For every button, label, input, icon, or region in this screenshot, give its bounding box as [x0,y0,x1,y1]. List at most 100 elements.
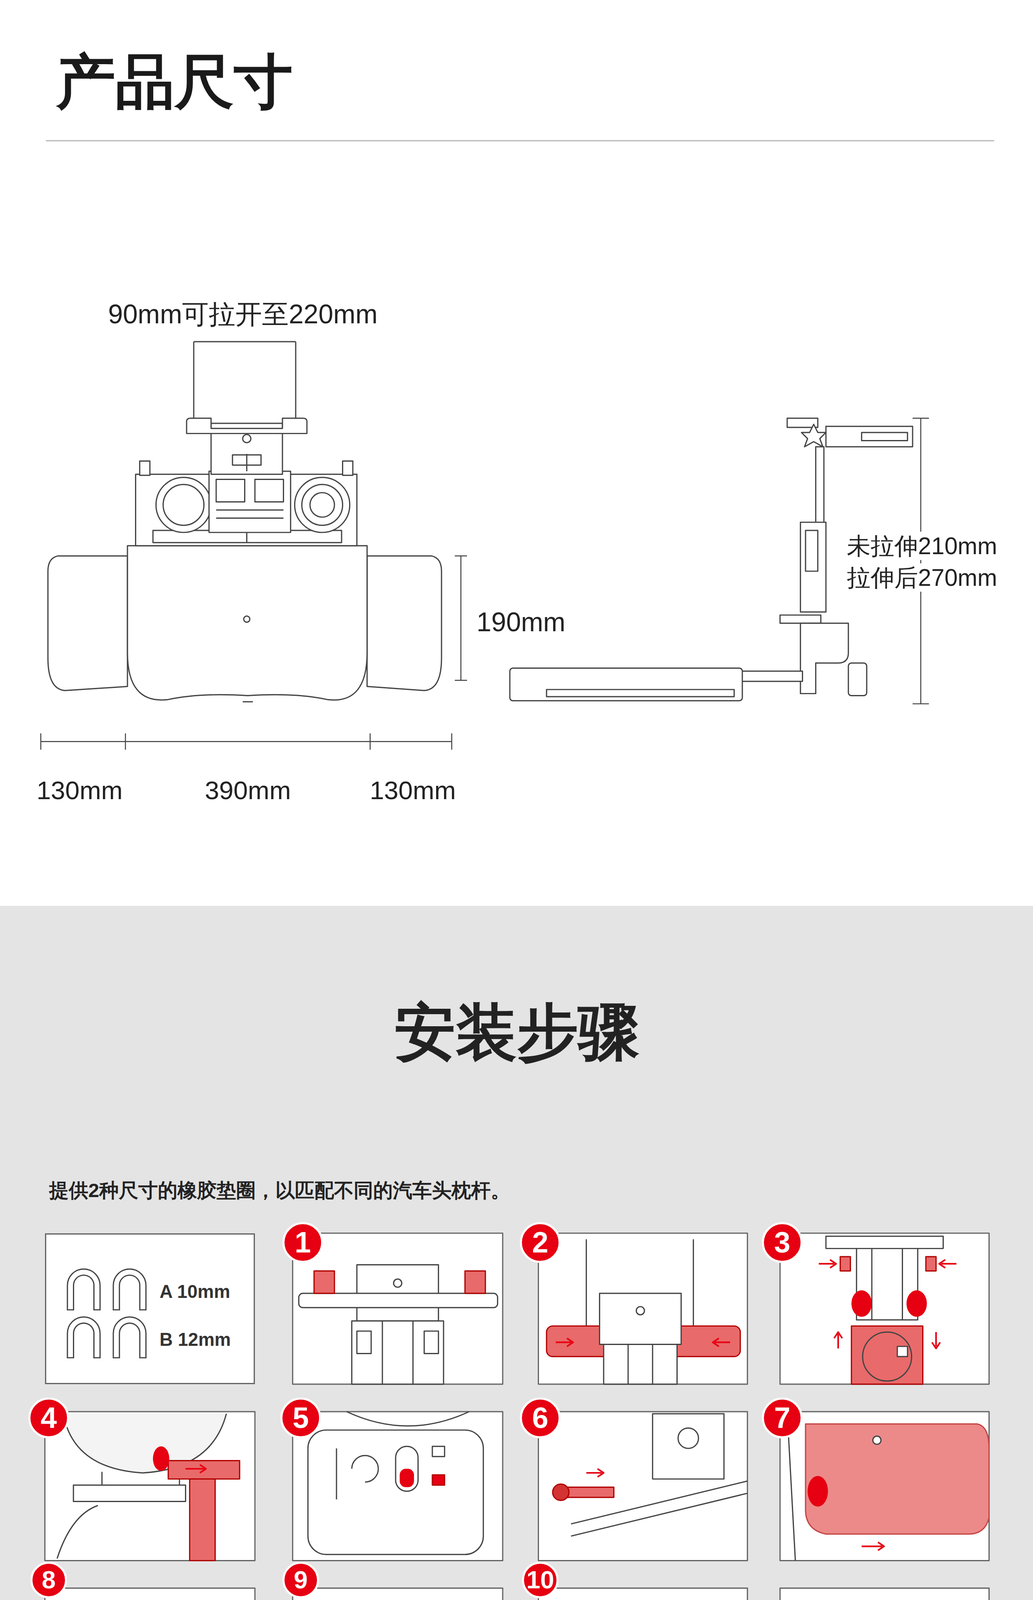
rubber-ring [67,1268,100,1310]
step-3-part [897,1345,908,1356]
step-5-part [399,1468,415,1487]
step-5 [307,1411,484,1555]
side-view-part [848,662,867,696]
front-view-part [366,555,442,691]
divider-line [45,139,995,142]
step-7-part [805,1423,990,1534]
step-5-part [335,1447,337,1499]
step-3-part [825,1235,944,1248]
front-view-part [186,418,307,434]
step-2-part [651,1343,654,1384]
step-3-part [931,1331,941,1348]
callout-number: 2 [532,1227,549,1257]
side-view-part [912,417,929,419]
callout-number: 10 [526,1566,555,1592]
dimension-label: 未拉伸210mm [844,531,1000,560]
front-view [40,341,467,750]
step-4-part [168,1460,240,1479]
front-view-part [216,509,284,511]
step-3-part [818,1259,837,1268]
note-text: 提供2种尺寸的橡胶垫圈，以匹配不同的汽车头枕杆。 [49,1178,511,1202]
step-number-badge: 3 [761,1221,803,1263]
step-6-part [586,1468,604,1477]
step-2-part [599,1292,682,1344]
step-5-part [432,1474,445,1485]
rubber-ring [67,1316,100,1358]
step-panels-part [292,1411,503,1560]
front-view-part [309,492,335,517]
step-panels-part [780,1587,990,1600]
dimension-label: 130mm [36,774,123,806]
step-panel: A 10mm B 12mm [44,1232,255,1384]
side-view-part [801,424,826,447]
step-5-part [351,1454,379,1482]
step-6-part [571,1492,748,1536]
front-view-part [460,555,462,681]
dimension-label: 拉伸后270mm [844,563,1000,592]
step-panels-part [292,1587,503,1600]
front-view-part [369,733,371,750]
front-view-part [163,484,205,526]
step-1-part [351,1320,444,1384]
step-1-part [314,1270,335,1293]
step-2-part [603,1343,677,1384]
step-6-part [552,1483,569,1500]
step-3-part [862,1331,912,1381]
step-panels-part [538,1411,748,1560]
step-6-part [652,1413,724,1479]
side-view-part [780,614,821,624]
callout-number: 1 [294,1227,312,1257]
step-2-part [555,1337,574,1347]
side-view-part [741,671,803,682]
step-4 [57,1413,240,1561]
front-view-part [451,733,452,750]
step-4-part [152,1445,170,1471]
step-7-part [872,1435,881,1445]
front-view-part [127,545,367,700]
front-view-part [254,479,284,502]
step-1-part [298,1292,498,1308]
step-1-part [412,1320,414,1384]
front-view-part [242,434,252,443]
step-panels-part [44,1411,255,1560]
front-view-part [454,679,467,681]
step-2-part [627,1343,629,1384]
side-view [509,418,929,704]
front-view-part [242,701,253,703]
dimension-label: 90mm可拉开至220mm [107,298,378,331]
step-3-part [906,1290,927,1317]
step-3-part [925,1256,936,1271]
step-panels-part [292,1232,503,1384]
callout-number: 5 [292,1402,310,1433]
step-4-part [57,1504,98,1558]
step-number-badge: 7 [761,1397,803,1438]
front-view-part [156,477,212,533]
rubber-ring [113,1268,146,1310]
step-number-badge: 2 [519,1221,561,1263]
front-view-part [47,555,128,691]
front-view-part [454,555,467,557]
ring-group [67,1268,146,1358]
front-view-part [40,740,452,742]
section-heading: 安装步骤 [394,995,640,1069]
front-view-part [216,517,284,519]
step-1-part [381,1320,384,1384]
side-view-part [546,689,734,697]
step-2-part [585,1238,587,1326]
side-view-part [800,521,826,612]
callout-number: 8 [41,1566,56,1592]
step-panels-part [538,1587,748,1600]
rubber-ring-icons [44,1232,255,1384]
callout-number: 7 [774,1402,791,1433]
callout-number: 6 [532,1402,549,1433]
step-number-badge: 9 [282,1561,320,1598]
step-3-part [833,1331,843,1348]
step-5-part [307,1429,484,1555]
step-number-badge: 10 [521,1561,559,1598]
callout-number: 9 [293,1566,308,1592]
step-4-part [185,1464,207,1473]
size-label: B 12mm [159,1328,231,1351]
front-view-part [40,733,42,750]
side-view-part [920,418,921,704]
size-label: A 10mm [159,1280,231,1303]
